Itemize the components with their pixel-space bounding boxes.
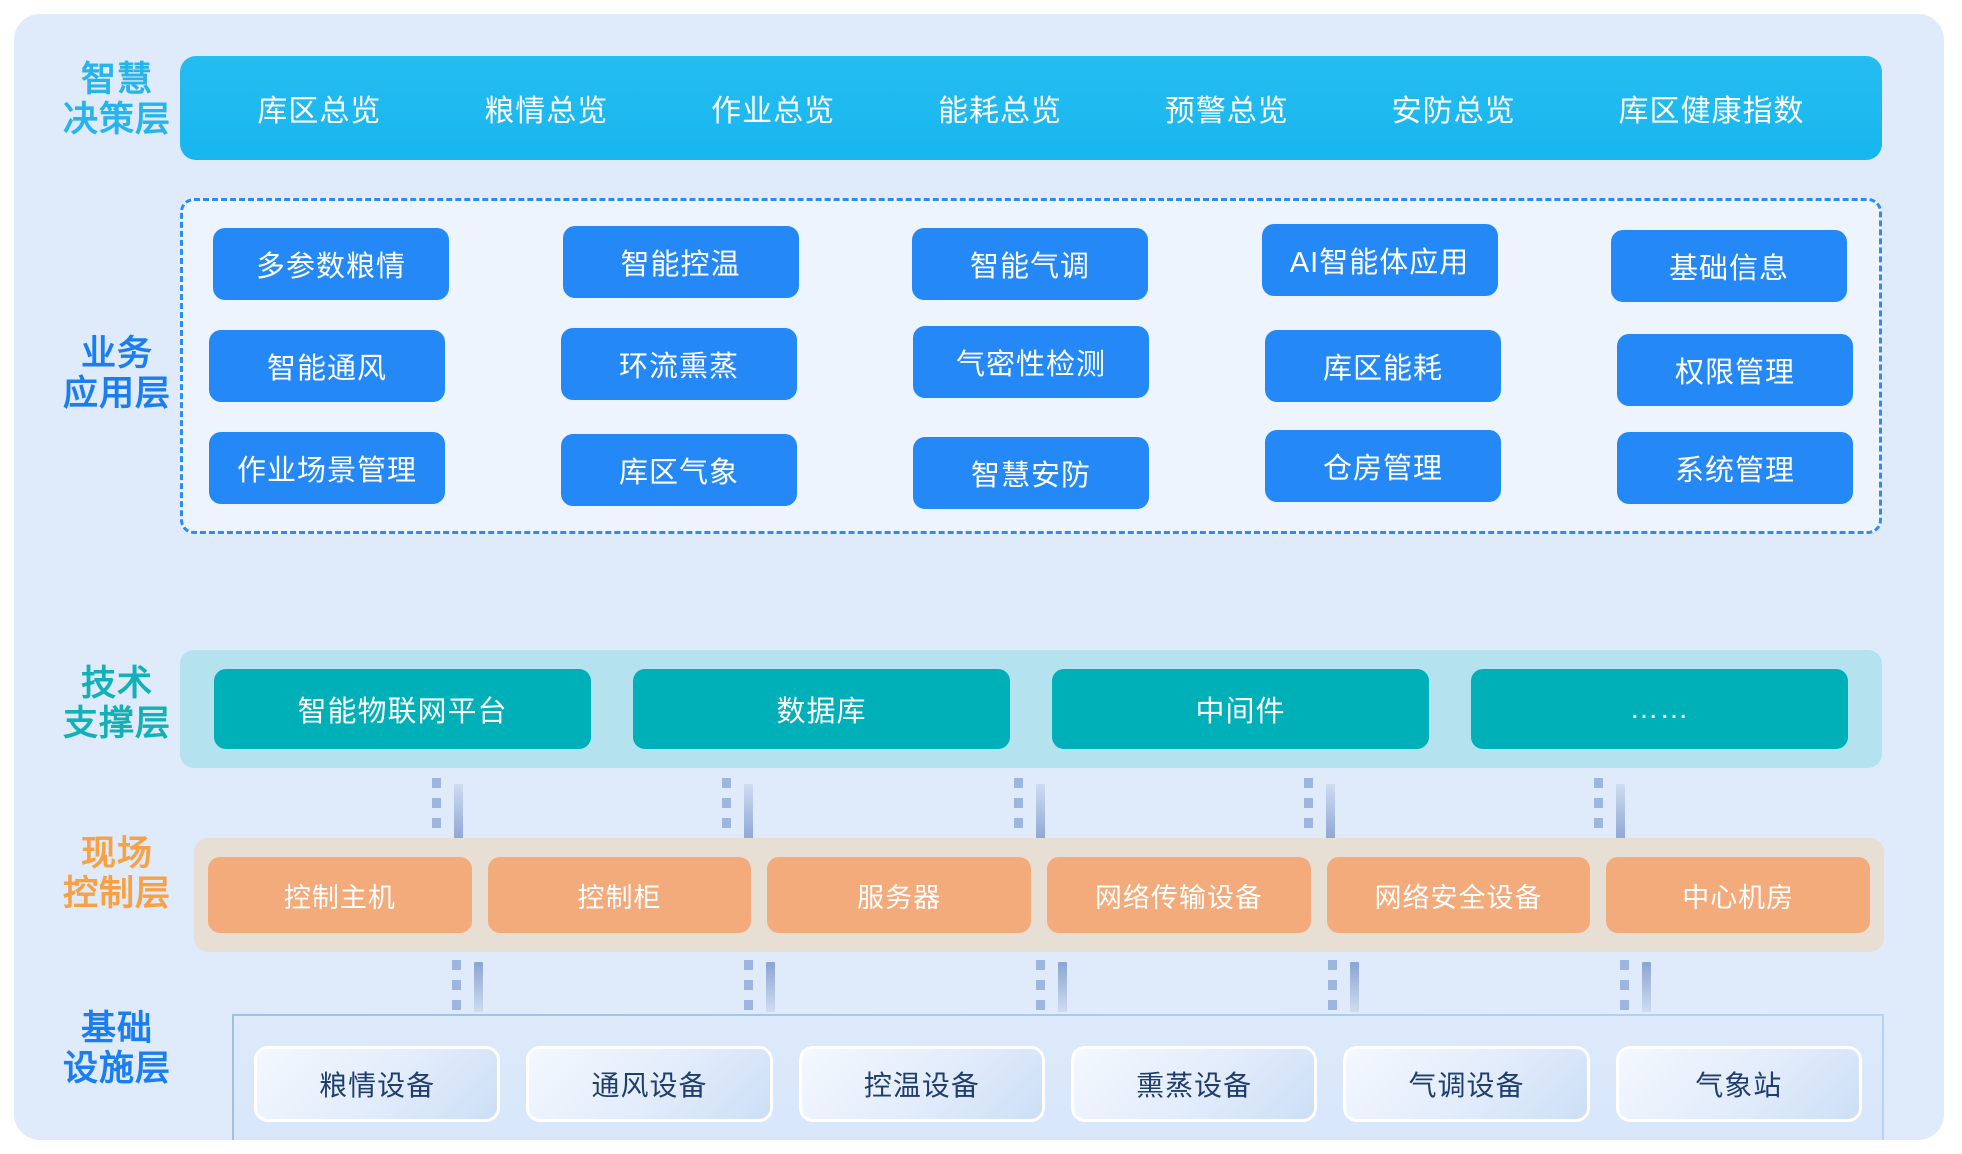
decision-item-2[interactable]: 作业总览 <box>711 95 836 128</box>
architecture-board: 智慧 决策层 业务 应用层 技术 支撑层 现场 控制层 基础 设施层 库区总览 … <box>14 14 1944 1140</box>
field-chip-network-transmission[interactable]: 网络传输设备 <box>1047 857 1311 933</box>
layer-label-decision: 智慧 决策层 <box>62 60 171 139</box>
infrastructure-layer-box: 粮情设备 通风设备 控温设备 熏蒸设备 气调设备 气象站 <box>232 1014 1884 1140</box>
business-row-1: 多参数粮情 智能控温 智能气调 AI智能体应用 基础信息 <box>209 224 1853 307</box>
technical-layer-band: 智能物联网平台 数据库 中间件 …… <box>180 650 1882 768</box>
decision-item-0[interactable]: 库区总览 <box>257 95 382 128</box>
business-chip-system-management[interactable]: 系统管理 <box>1617 432 1853 504</box>
business-chip-permission-management[interactable]: 权限管理 <box>1617 334 1853 406</box>
business-chip-operation-scene[interactable]: 作业场景管理 <box>209 432 445 504</box>
business-row-3: 作业场景管理 库区气象 智慧安防 仓房管理 系统管理 <box>209 429 1853 511</box>
connector-field-infra-2 <box>1036 960 1070 1016</box>
business-chip-ai-agent[interactable]: AI智能体应用 <box>1261 224 1498 296</box>
infra-chip-grain-device[interactable]: 粮情设备 <box>254 1046 501 1122</box>
field-chip-control-host[interactable]: 控制主机 <box>208 857 472 933</box>
layer-label-field: 现场 控制层 <box>62 834 171 913</box>
infra-chip-ventilation-device[interactable]: 通风设备 <box>526 1046 773 1122</box>
connector-tech-field-3 <box>1304 778 1338 844</box>
business-chip-smart-ventilation[interactable]: 智能通风 <box>209 330 445 402</box>
infra-chip-fumigation-device[interactable]: 熏蒸设备 <box>1070 1046 1318 1122</box>
business-chip-energy-consumption[interactable]: 库区能耗 <box>1265 330 1501 402</box>
layer-label-technical: 技术 支撑层 <box>62 664 171 743</box>
technical-chip-iot-platform[interactable]: 智能物联网平台 <box>214 669 591 749</box>
connector-tech-field-0 <box>432 778 466 844</box>
field-layer-band: 控制主机 控制柜 服务器 网络传输设备 网络安全设备 中心机房 <box>194 838 1884 952</box>
business-row-2: 智能通风 环流熏蒸 气密性检测 库区能耗 权限管理 <box>209 326 1853 409</box>
layer-label-business: 业务 应用层 <box>62 334 171 413</box>
decision-item-3[interactable]: 能耗总览 <box>937 95 1062 128</box>
connector-tech-field-1 <box>722 778 756 844</box>
technical-chip-database[interactable]: 数据库 <box>633 669 1010 749</box>
infra-chip-gas-device[interactable]: 气调设备 <box>1343 1046 1590 1122</box>
connector-tech-field-4 <box>1594 778 1628 844</box>
connector-field-infra-1 <box>744 960 778 1016</box>
connector-tech-field-2 <box>1014 778 1048 844</box>
field-chip-central-room[interactable]: 中心机房 <box>1606 857 1871 933</box>
decision-layer-bar: 库区总览 粮情总览 作业总览 能耗总览 预警总览 安防总览 库区健康指数 <box>180 56 1882 160</box>
decision-item-4[interactable]: 预警总览 <box>1164 95 1289 128</box>
business-chip-smart-temperature[interactable]: 智能控温 <box>562 226 799 298</box>
business-chip-weather[interactable]: 库区气象 <box>561 434 797 506</box>
business-chip-multiparam-grain[interactable]: 多参数粮情 <box>213 228 449 300</box>
connector-field-infra-3 <box>1328 960 1362 1016</box>
infra-chip-weather-station[interactable]: 气象站 <box>1615 1046 1862 1122</box>
business-chip-circulation-fumigation[interactable]: 环流熏蒸 <box>561 328 797 400</box>
connector-field-infra-0 <box>452 960 486 1016</box>
layer-label-infrastructure: 基础 设施层 <box>62 1009 171 1088</box>
business-chip-airtightness-test[interactable]: 气密性检测 <box>913 326 1149 398</box>
field-chip-server[interactable]: 服务器 <box>767 857 1032 933</box>
technical-chip-middleware[interactable]: 中间件 <box>1052 669 1429 749</box>
business-layer-box: 多参数粮情 智能控温 智能气调 AI智能体应用 基础信息 智能通风 环流熏蒸 气… <box>180 198 1882 534</box>
decision-item-6[interactable]: 库区健康指数 <box>1618 95 1805 128</box>
decision-item-1[interactable]: 粮情总览 <box>484 95 609 128</box>
field-chip-control-cabinet[interactable]: 控制柜 <box>487 857 752 933</box>
field-chip-network-security[interactable]: 网络安全设备 <box>1326 857 1591 933</box>
business-chip-warehouse-management[interactable]: 仓房管理 <box>1265 430 1501 502</box>
infra-chip-temperature-device[interactable]: 控温设备 <box>798 1046 1045 1122</box>
business-chip-smart-security[interactable]: 智慧安防 <box>913 437 1149 509</box>
business-chip-smart-gas[interactable]: 智能气调 <box>912 228 1148 300</box>
technical-chip-ellipsis[interactable]: …… <box>1471 669 1848 749</box>
business-chip-basic-info[interactable]: 基础信息 <box>1611 230 1847 302</box>
connector-field-infra-4 <box>1620 960 1654 1016</box>
decision-item-5[interactable]: 安防总览 <box>1391 95 1516 128</box>
